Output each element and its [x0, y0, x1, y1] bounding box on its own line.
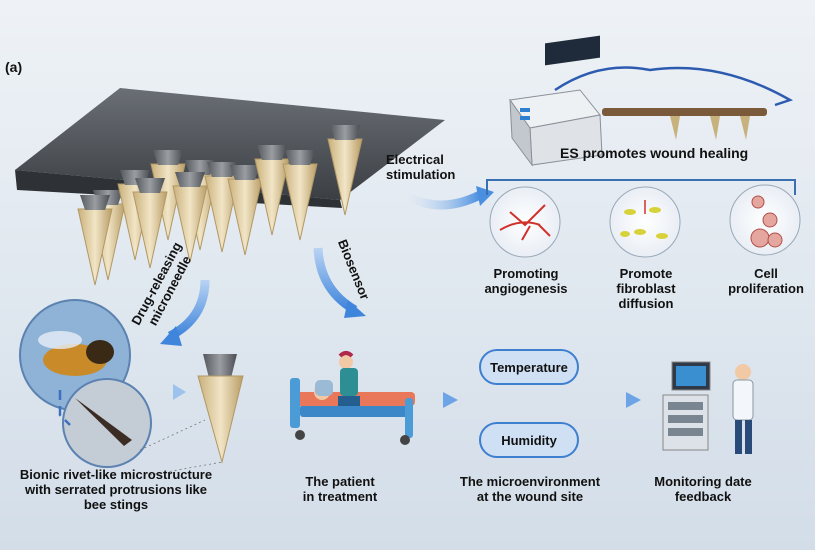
label-bionic-line: with serrated protrusions like — [24, 482, 208, 497]
label-microenvironment: The microenvironment at the wound site — [450, 474, 610, 504]
label-es-promotes: ES promotes wound healing — [560, 145, 749, 161]
needle-cone — [227, 178, 263, 256]
arrow-electrical — [402, 190, 483, 210]
sting-image — [62, 378, 152, 468]
needle-cap — [80, 195, 110, 210]
label-angiogenesis: Promoting angiogenesis — [476, 266, 576, 296]
label-monitoring: Monitoring date feedback — [643, 474, 763, 504]
label-electrical-stimulation: Electrical stimulation — [386, 152, 455, 182]
label-patient-line: in treatment — [302, 489, 378, 504]
needle-cap — [257, 145, 287, 160]
bee-connector — [58, 390, 71, 426]
label-monitoring-line: Monitoring date — [654, 474, 752, 489]
arrow-drug-head — [160, 326, 182, 346]
microneedle-array — [77, 125, 363, 286]
label-bionic-line: bee stings — [83, 497, 149, 512]
label-electrical-stimulation-line: Electrical — [386, 152, 444, 167]
label-proliferation-line: Cell — [754, 266, 778, 281]
needle-cap — [285, 150, 315, 165]
label-microenvironment-line: The microenvironment — [459, 474, 601, 489]
monitoring-station-image — [662, 361, 754, 454]
needle-cap — [185, 160, 215, 175]
es-device — [509, 35, 794, 167]
label-angiogenesis-line: angiogenesis — [484, 281, 568, 296]
proliferation-image — [729, 184, 801, 256]
single-microneedle — [139, 354, 244, 476]
es-bracket — [486, 179, 796, 195]
humidity-pill: Humidity — [479, 422, 579, 458]
angiogenesis-image — [489, 186, 561, 258]
label-fibroblast-line: Promote — [619, 266, 673, 281]
label-fibroblast-line: fibroblast — [616, 281, 676, 296]
label-patient-line: The patient — [305, 474, 375, 489]
label-bionic-line: Bionic rivet-like microstructure — [19, 467, 213, 482]
arrow-biosensor-head — [344, 300, 366, 318]
label-microenvironment-line: at the wound site — [476, 489, 584, 504]
needle-cap — [330, 125, 360, 140]
label-fibroblast-line: diffusion — [618, 296, 674, 311]
label-electrical-stimulation-line: stimulation — [386, 167, 456, 182]
label-bionic: Bionic rivet-like microstructure with se… — [2, 467, 230, 512]
label-monitoring-line: feedback — [674, 489, 732, 504]
needle-cap — [153, 150, 183, 165]
arrow-electrical-head — [476, 186, 494, 206]
needle-cap — [135, 178, 165, 193]
label-proliferation-line: proliferation — [728, 281, 804, 296]
label-fibroblast: Promote fibroblast diffusion — [596, 266, 696, 311]
needle-cap — [207, 162, 237, 177]
label-patient: The patient in treatment — [285, 474, 395, 504]
needle-cap — [230, 165, 260, 180]
panel-label: (a) — [5, 59, 23, 75]
patient-bed-image — [290, 351, 415, 445]
label-angiogenesis-line: Promoting — [493, 266, 559, 281]
label-proliferation: Cell proliferation — [716, 266, 815, 296]
fibroblast-image — [609, 186, 681, 258]
needle-cap — [175, 172, 205, 187]
temperature-pill: Temperature — [479, 349, 579, 385]
